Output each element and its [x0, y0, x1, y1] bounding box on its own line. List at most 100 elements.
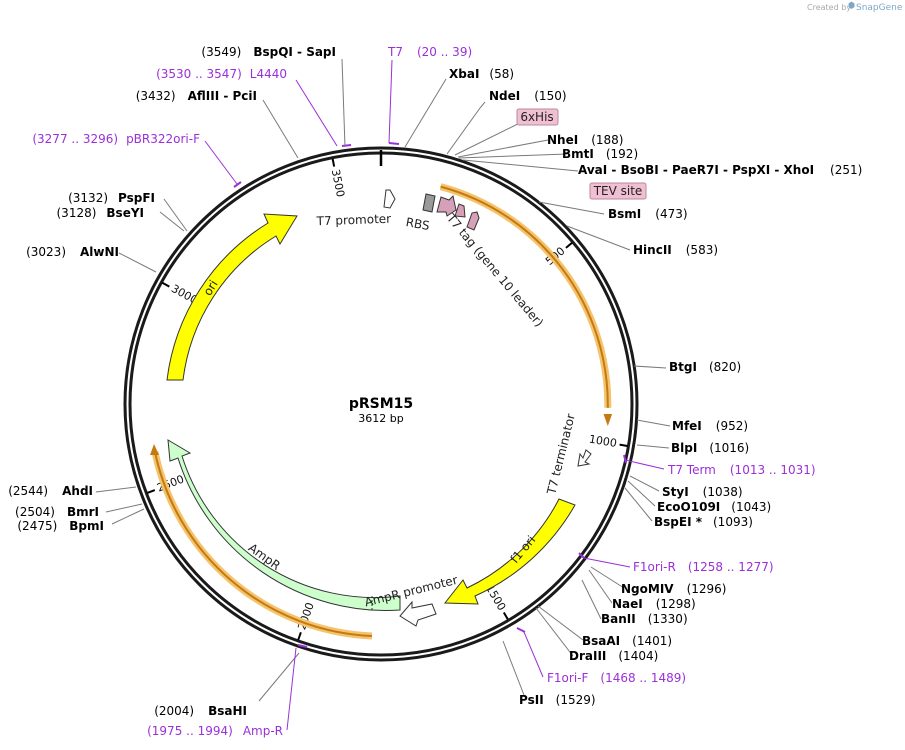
feature-t7-promoter [383, 189, 396, 209]
svg-text:TEV site: TEV site [593, 184, 643, 198]
site-label-draiii[interactable]: DraIII(1404) [569, 649, 658, 663]
feature-rbs [422, 193, 436, 213]
tick-label: 1000 [588, 433, 618, 451]
site-label-blpi[interactable]: BlpI(1016) [671, 441, 749, 455]
tick-label: 3500 [329, 168, 347, 198]
credit-brand: SnapGene [856, 3, 903, 13]
site-label-bmti[interactable]: BmtI(192) [562, 147, 638, 161]
site-label-bsmi[interactable]: BsmI(473) [608, 207, 688, 221]
feature-t7-promoter-label: T7 promoter [315, 212, 391, 229]
svg-text:BtgI(820): BtgI(820) [669, 360, 741, 374]
svg-text:F1ori-F(1468 .. 1489): F1ori-F(1468 .. 1489) [547, 671, 686, 685]
site-label-styi[interactable]: StyI(1038) [662, 485, 743, 499]
primer-label-l4440[interactable]: (3530 .. 3547)L4440 [156, 67, 287, 81]
insert-arc-arrowhead [603, 414, 613, 426]
site-label-ahdi[interactable]: (2544)AhdI [8, 484, 93, 498]
svg-text:StyI(1038): StyI(1038) [662, 485, 743, 499]
svg-text:DraIII(1404): DraIII(1404) [569, 649, 658, 663]
site-label-banii[interactable]: BanII(1330) [601, 612, 688, 626]
svg-text:EcoO109I(1043): EcoO109I(1043) [657, 500, 771, 514]
svg-text:(2504)BmrI: (2504)BmrI [15, 505, 99, 519]
svg-text:(3530 .. 3547)L4440: (3530 .. 3547)L4440 [156, 67, 287, 81]
primer-label-amp-r[interactable]: (1975 .. 1994)Amp-R [147, 724, 283, 738]
boxed-label-6xhis: 6xHis [516, 108, 559, 126]
ampr-arc-arrowhead [150, 444, 159, 455]
site-label-mfei[interactable]: MfeI(952) [672, 419, 748, 433]
plasmid-length: 3612 bp [358, 412, 403, 425]
feature-t7-tag [436, 194, 457, 217]
credit-text: Created by [807, 3, 851, 12]
primer-label-f1ori-f[interactable]: F1ori-F(1468 .. 1489) [547, 671, 686, 685]
tick-mark [619, 443, 628, 447]
primer-markers [233, 142, 627, 648]
feature-rbs-label: RBS [405, 215, 431, 233]
primer-label-t7[interactable]: T7(20 .. 39) [387, 45, 472, 59]
svg-text:BsmI(473): BsmI(473) [608, 207, 688, 221]
svg-text:(3277 .. 3296)pBR322ori-F: (3277 .. 3296)pBR322ori-F [32, 132, 200, 146]
site-label-bseyi[interactable]: (3128)BseYI [57, 206, 145, 220]
svg-text:BspEI *(1093): BspEI *(1093) [654, 515, 753, 529]
tick-mark [161, 281, 170, 288]
feature-ampr-promoter [399, 600, 437, 627]
snapgene-logo-icon [848, 1, 855, 9]
site-label-bmri[interactable]: (2504)BmrI [15, 505, 99, 519]
site-label-bspqi[interactable]: (3549)BspQI - SapI [201, 45, 336, 59]
primer-label-pbr322ori-f[interactable]: (3277 .. 3296)pBR322ori-F [32, 132, 200, 146]
site-label-hincii[interactable]: HincII(583) [633, 243, 718, 257]
tick-mark [502, 612, 509, 620]
insert-arc [440, 185, 609, 408]
svg-text:F1ori-R(1258 .. 1277): F1ori-R(1258 .. 1277) [633, 560, 774, 574]
tick-mark [331, 158, 336, 167]
svg-text:(3132)PspFI: (3132)PspFI [68, 191, 155, 205]
primer-label-f1ori-r[interactable]: F1ori-R(1258 .. 1277) [633, 560, 774, 574]
site-label-btgi[interactable]: BtgI(820) [669, 360, 741, 374]
feature-t7-tag-label: T7 tag (gene 10 leader) [443, 211, 546, 330]
feature-6xhis [454, 203, 466, 218]
svg-text:(2475)BpmI: (2475)BpmI [17, 519, 104, 533]
boxed-label-tev-site: TEV site [589, 182, 647, 200]
feature-f1-ori [443, 498, 576, 605]
svg-text:HincII(583): HincII(583) [633, 243, 718, 257]
site-label-bspei[interactable]: BspEI *(1093) [654, 515, 753, 529]
backbone-outer [123, 146, 639, 662]
site-label-avai[interactable]: AvaI - BsoBI - PaeR7I - PspXI - XhoI(251… [578, 163, 862, 177]
svg-text:BanII(1330): BanII(1330) [601, 612, 688, 626]
svg-text:6xHis: 6xHis [520, 110, 553, 124]
svg-text:NdeI(150): NdeI(150) [489, 89, 567, 103]
site-label-ndei[interactable]: NdeI(150) [489, 89, 567, 103]
primer-label-t7-term[interactable]: T7 Term(1013 .. 1031) [667, 463, 816, 477]
svg-text:BmtI(192): BmtI(192) [562, 147, 638, 161]
svg-text:NheI(188): NheI(188) [547, 133, 623, 147]
feature-tev-site [466, 211, 480, 231]
feature-ampr [167, 439, 401, 611]
svg-text:(3432)AflIII - PciI: (3432)AflIII - PciI [136, 89, 257, 103]
site-label-eco0109i[interactable]: EcoO109I(1043) [657, 500, 771, 514]
feature-t7-terminator [577, 449, 592, 467]
svg-text:(2004)BsaHI: (2004)BsaHI [154, 704, 247, 718]
site-label-xbai[interactable]: XbaI(58) [449, 67, 514, 81]
ampr-arc [154, 451, 373, 637]
svg-text:T7(20 .. 39): T7(20 .. 39) [387, 45, 472, 59]
svg-text:(3128)BseYI: (3128)BseYI [57, 206, 145, 220]
site-label-afliii[interactable]: (3432)AflIII - PciI [136, 89, 257, 103]
svg-text:(2544)AhdI: (2544)AhdI [8, 484, 93, 498]
site-label-bpmi[interactable]: (2475)BpmI [17, 519, 104, 533]
site-label-bsahi[interactable]: (2004)BsaHI [154, 704, 247, 718]
svg-text:(3549)BspQI - SapI: (3549)BspQI - SapI [201, 45, 336, 59]
site-label-psti[interactable]: PsII(1529) [519, 693, 596, 707]
svg-text:XbaI(58): XbaI(58) [449, 67, 514, 81]
svg-text:NgoMIV(1296): NgoMIV(1296) [621, 582, 726, 596]
site-label-alwni[interactable]: (3023)AlwNI [26, 245, 119, 259]
feature-ori [166, 213, 298, 381]
site-label-nhei[interactable]: NheI(188) [547, 133, 623, 147]
site-label-bsaai[interactable]: BsaAI(1401) [582, 634, 672, 648]
site-label-pspfi[interactable]: (3132)PspFI [68, 191, 155, 205]
primer-leader-lines [204, 59, 665, 731]
site-label-naei[interactable]: NaeI(1298) [612, 597, 696, 611]
tick-mark [297, 632, 302, 641]
svg-text:NaeI(1298): NaeI(1298) [612, 597, 696, 611]
tick-mark [146, 489, 156, 494]
site-label-ngomiv[interactable]: NgoMIV(1296) [621, 582, 726, 596]
svg-text:T7 Term(1013 .. 1031): T7 Term(1013 .. 1031) [667, 463, 816, 477]
